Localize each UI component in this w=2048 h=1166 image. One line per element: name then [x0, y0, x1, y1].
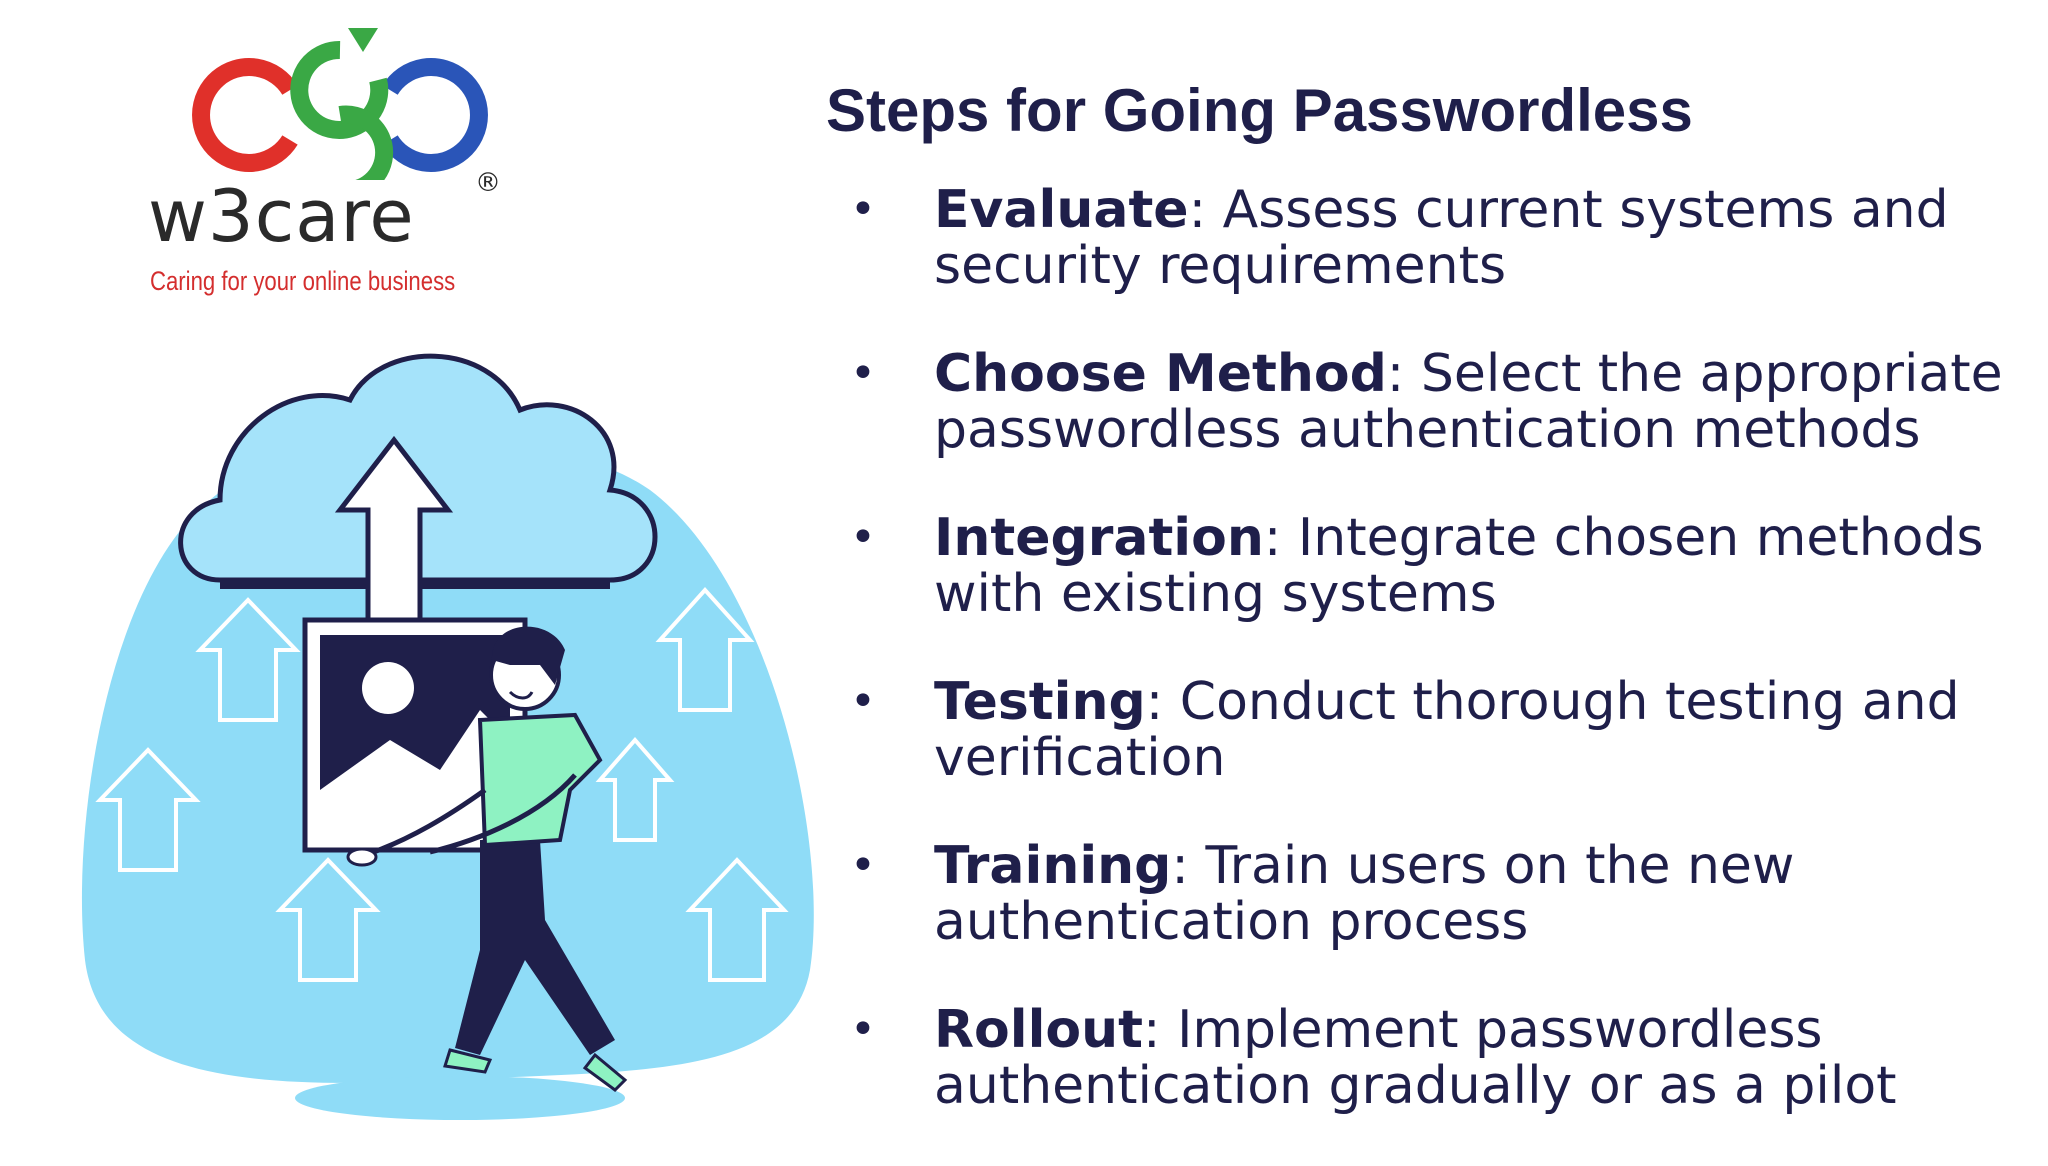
bullet: • [850, 184, 876, 235]
ground-shadow [295, 1076, 625, 1120]
step-item-evaluate: • Evaluate: Assess current systems and se… [850, 182, 2040, 346]
step-item-integration: • Integration: Integrate chosen methods w… [850, 510, 2040, 674]
step-term: Evaluate [934, 180, 1189, 240]
registered-mark: ® [475, 168, 501, 198]
w3care-logo: w3care ® Caring for your online business [140, 20, 520, 296]
step-description: : Conduct thorough testing and verificat… [934, 672, 1960, 788]
page-title: Steps for Going Passwordless [826, 77, 1693, 144]
steps-list: • Evaluate: Assess current systems and se… [850, 182, 2040, 1166]
person-shirt [477, 712, 603, 848]
step-item-training: • Training: Train users on the new authen… [850, 838, 2040, 1002]
step-term: Choose Method [934, 344, 1387, 404]
brand-tagline: Caring for your online business [150, 266, 456, 296]
bullet: • [850, 348, 876, 399]
step-description: : Integrate chosen methods with existing… [934, 508, 1984, 624]
step-description: : Train users on the new authentication … [934, 836, 1795, 952]
step-term: Training [934, 836, 1172, 896]
bullet: • [850, 840, 876, 891]
step-description: : Implement passwordless authentication … [934, 1000, 1897, 1116]
step-description: : Select the appropriate passwordless au… [934, 344, 2003, 460]
step-term: Integration [934, 508, 1264, 568]
cloud-upload-illustration [70, 320, 840, 1120]
step-description: : Assess current systems and security re… [934, 180, 1949, 296]
bullet: • [850, 512, 876, 563]
upload-arrow-icon [334, 435, 454, 623]
step-term: Testing [934, 672, 1146, 732]
brand-name: w3care [148, 174, 415, 258]
person-legs [455, 840, 615, 1055]
step-item-rollout: • Rollout: Implement passwordless authent… [850, 1002, 2040, 1166]
bullet: • [850, 1004, 876, 1055]
w3care-logo-icon [192, 28, 488, 180]
bullet: • [850, 676, 876, 727]
step-term: Rollout [934, 1000, 1144, 1060]
step-item-choose-method: • Choose Method: Select the appropriate p… [850, 346, 2040, 510]
step-item-testing: • Testing: Conduct thorough testing and v… [850, 674, 2040, 838]
